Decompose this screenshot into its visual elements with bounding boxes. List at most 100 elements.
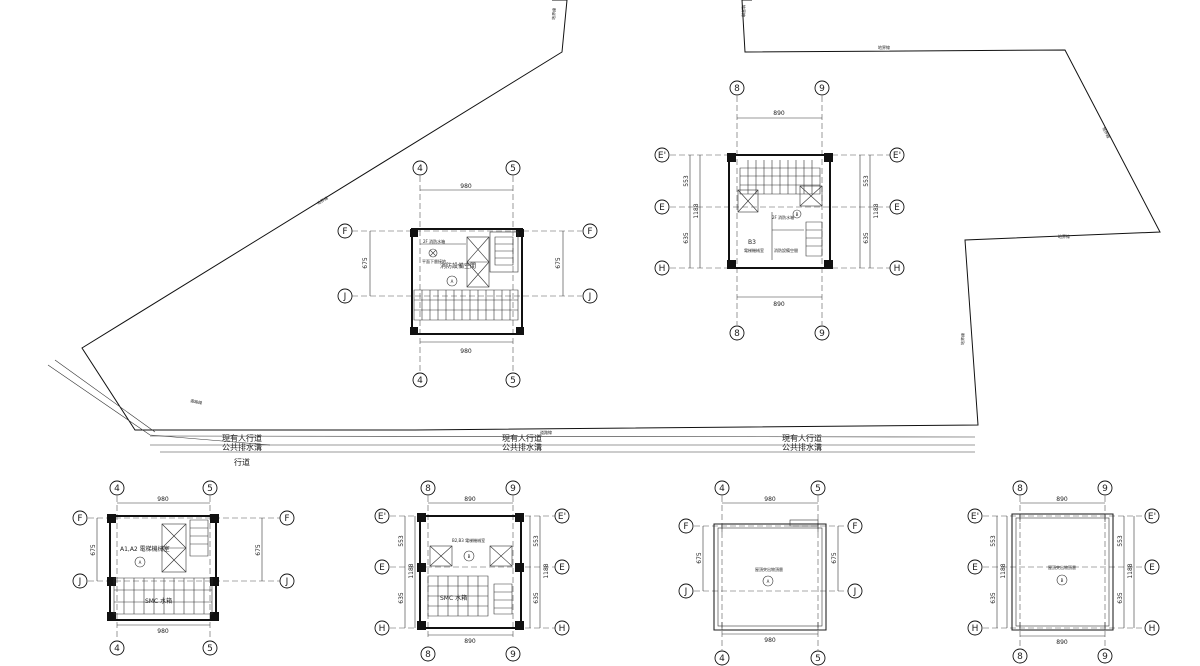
room-label-2: 消防設備空間: [774, 247, 798, 253]
dimension-upper: 553: [533, 535, 540, 547]
grid-label: E': [971, 512, 979, 522]
plan-e: 4 5 4 5 F J F J 980 980 675 675 屋頂突出物頂層 …: [678, 480, 863, 666]
grid-label: 9: [510, 650, 516, 660]
drain-label: 公共排水溝: [782, 442, 822, 452]
grid-label: H: [559, 624, 566, 634]
boundary-label: 地界線: [878, 44, 890, 50]
dimension-upper: 553: [683, 175, 690, 187]
grid-label: 8: [1017, 484, 1023, 494]
dimension-lower: 635: [1117, 592, 1124, 604]
grid-label: 9: [1102, 484, 1108, 494]
grid-label: E: [972, 563, 978, 573]
room-code: 2F 消防水箱: [423, 238, 445, 244]
dimension-width: 890: [464, 496, 476, 503]
dimension-upper: 553: [990, 535, 997, 547]
section-marker: B: [1061, 578, 1064, 583]
dimension-upper: 553: [398, 535, 405, 547]
grid-label: J: [343, 292, 347, 302]
grid-label: J: [684, 587, 688, 597]
roof-note: 屋頂突出物頂層: [1048, 564, 1076, 570]
grid-label: H: [659, 264, 666, 274]
room-label: A1,A2 電梯機械室: [120, 545, 170, 553]
dimension-height: 675: [362, 257, 369, 269]
dimension-lower: 635: [863, 232, 870, 244]
grid-label: E': [378, 512, 386, 522]
grid-label: F: [284, 514, 289, 524]
dimension-total: 1188: [1000, 563, 1007, 578]
grid-label: 5: [510, 376, 516, 386]
walkway-label: 現有人行道: [222, 433, 262, 443]
dimension-height: 675: [555, 257, 562, 269]
room-code: B3: [748, 239, 756, 246]
grid-label: 5: [207, 484, 213, 494]
grid-label: F: [587, 227, 592, 237]
grid-label: 4: [719, 654, 725, 664]
roof-note: 屋頂突出物頂層: [755, 566, 783, 572]
grid-label: H: [379, 624, 386, 634]
tank-label: SMC 水箱: [145, 597, 172, 605]
room-label: 電梯機械室: [744, 247, 764, 253]
walkway-label-partial: 行道: [234, 457, 250, 467]
grid-label: E: [1149, 563, 1155, 573]
dimension-width: 890: [1056, 496, 1068, 503]
boundary-label: 地界線: [1101, 126, 1112, 139]
section-marker: B: [796, 212, 799, 217]
plan-f: 8 9 8 9 E' E H E' E H 890 890 553 1188 6…: [967, 480, 1160, 664]
dimension-width: 980: [460, 183, 472, 190]
drain-label: 公共排水溝: [502, 442, 542, 452]
grid-label: 9: [819, 329, 825, 339]
dimension-width: 890: [1056, 639, 1068, 646]
grid-label: F: [683, 522, 688, 532]
grid-label: F: [342, 227, 347, 237]
room-label: B2,B3 電梯機械室: [452, 537, 485, 543]
section-marker: A: [767, 579, 770, 584]
dimension-width: 890: [773, 301, 785, 308]
dimension-height: 675: [696, 552, 703, 564]
dimension-total: 1188: [873, 203, 880, 218]
room-label: 消防設備空間: [440, 262, 476, 270]
grid-label: H: [972, 624, 979, 634]
dimension-total: 1188: [693, 203, 700, 218]
dimension-total: 1188: [408, 563, 415, 578]
dimension-height: 675: [90, 544, 97, 556]
grid-label: J: [588, 292, 592, 302]
boundary-label: 地界線: [315, 195, 328, 206]
grid-label: 8: [734, 329, 740, 339]
dimension-width: 980: [460, 348, 472, 355]
dimension-upper: 553: [1117, 535, 1124, 547]
section-marker: A: [139, 560, 142, 565]
boundary-label: 地界線: [1058, 233, 1070, 239]
dimension-width: 890: [464, 638, 476, 645]
grid-label: E: [894, 203, 900, 213]
dimension-lower: 635: [533, 592, 540, 604]
grid-label: 9: [819, 84, 825, 94]
walkway-label: 現有人行道: [782, 433, 822, 443]
grid-label: 8: [734, 84, 740, 94]
street-labels: 現有人行道 公共排水溝 現有人行道 公共排水溝 現有人行道 公共排水溝 行道: [222, 433, 822, 467]
grid-label: E: [559, 563, 565, 573]
grid-label: 4: [114, 644, 120, 654]
dimension-lower: 635: [990, 592, 997, 604]
grid-label: J: [285, 577, 289, 587]
grid-label: J: [853, 587, 857, 597]
site-boundary: 地界線 地界線 地界線 地界線 地界線 地界線 道路線 道路線 地界線: [47, 0, 1161, 453]
grid-label: F: [77, 514, 82, 524]
plan-a: 4 5 4 5 F J F J 980 980 675 675 2F 消防水箱 …: [337, 160, 598, 388]
room-code-2: 2F 消防水箱: [772, 214, 794, 220]
dimension-upper: 553: [863, 175, 870, 187]
dimension-width: 980: [157, 628, 169, 635]
dimension-width: 890: [773, 110, 785, 117]
dimension-lower: 635: [683, 232, 690, 244]
grid-label: E: [659, 203, 665, 213]
grid-label: 8: [425, 650, 431, 660]
grid-label: 9: [510, 484, 516, 494]
dimension-width: 980: [764, 496, 776, 503]
grid-label: 4: [417, 376, 423, 386]
grid-label: 5: [207, 644, 213, 654]
drain-label: 公共排水溝: [222, 442, 262, 452]
grid-label: E': [1148, 512, 1156, 522]
grid-label: E: [379, 563, 385, 573]
plan-b: 8 9 8 9 E' E H E' E H 890 890 553 1188 6…: [654, 80, 905, 341]
grid-label: 5: [815, 654, 821, 664]
